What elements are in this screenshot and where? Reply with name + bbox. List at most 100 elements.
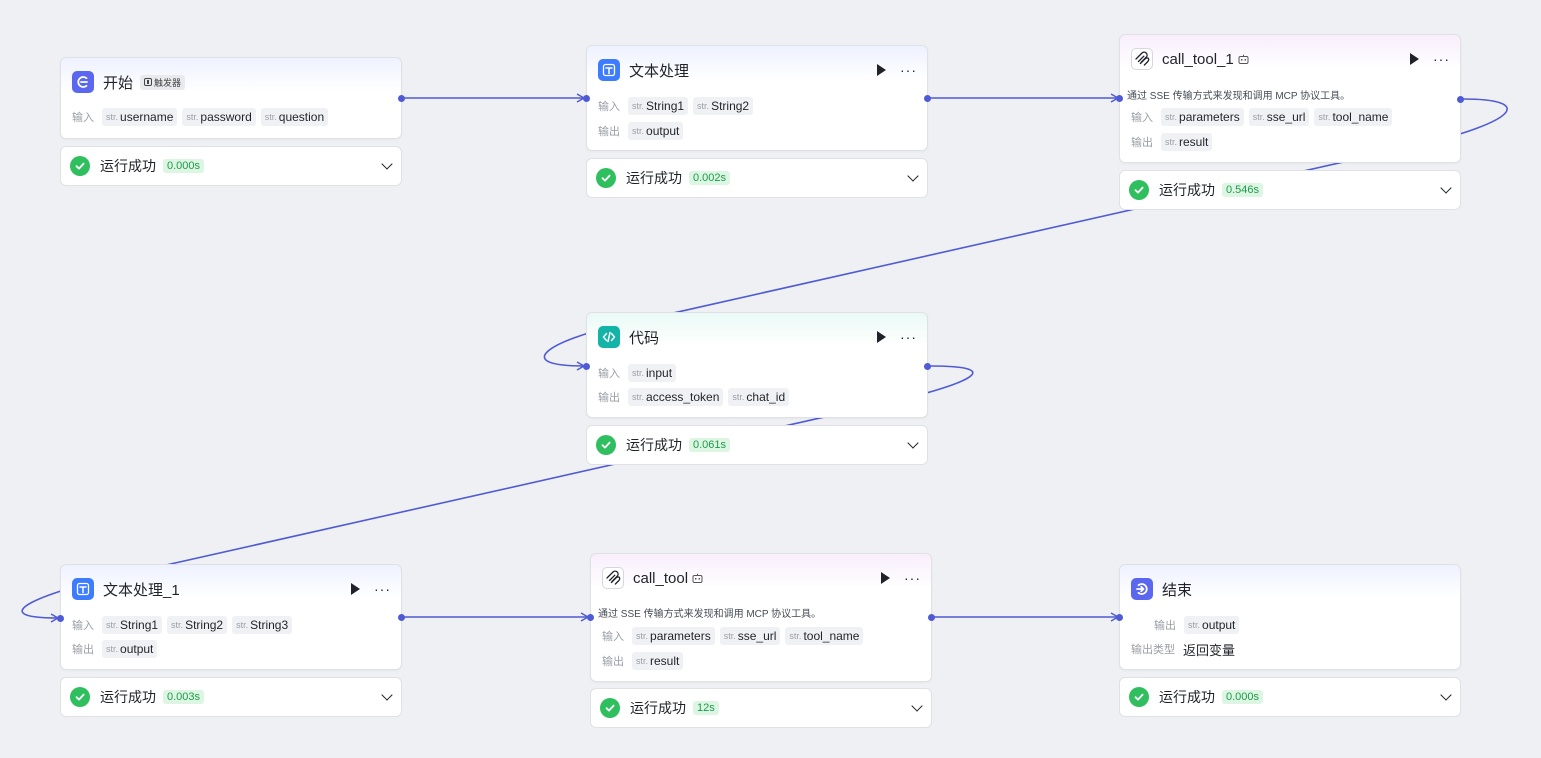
variable-chip[interactable]: str.result: [632, 652, 684, 670]
input-port[interactable]: [57, 615, 64, 622]
code-icon: [598, 326, 620, 348]
output-label: 输出: [598, 392, 620, 404]
status-text: 运行成功: [100, 158, 156, 174]
variable-chip[interactable]: str.sse_url: [719, 627, 781, 645]
run-status[interactable]: 运行成功 0.000s: [1119, 677, 1461, 717]
node-description: 通过 SSE 传输方式来发现和调用 MCP 协议工具。: [598, 609, 822, 620]
variable-chip[interactable]: str.String2: [693, 97, 754, 115]
node-title: 结束: [1162, 581, 1193, 599]
more-menu-icon[interactable]: ···: [374, 581, 391, 597]
bot-icon: [692, 573, 703, 583]
output-port[interactable]: [924, 363, 931, 370]
start-icon: [72, 71, 94, 93]
node-call-tool-1[interactable]: call_tool_1 ··· 通过 SSE 传输方式来发现和调用 MCP 协议…: [1116, 34, 1464, 163]
variable-chip[interactable]: str.username: [102, 108, 178, 126]
input-label: 输入: [72, 620, 94, 632]
check-circle-icon: [600, 698, 620, 718]
variable-chip[interactable]: str.String3: [232, 616, 293, 634]
variable-chip[interactable]: str.String2: [167, 616, 228, 634]
status-text: 运行成功: [1159, 689, 1215, 705]
input-port[interactable]: [1116, 95, 1123, 102]
variable-chip[interactable]: str.String1: [102, 616, 163, 634]
node-description: 通过 SSE 传输方式来发现和调用 MCP 协议工具。: [1127, 91, 1351, 102]
trigger-icon: [144, 78, 153, 86]
output-row: 输出 str.output: [598, 121, 684, 141]
input-port[interactable]: [1116, 614, 1123, 621]
variable-chip[interactable]: str.output: [1184, 616, 1240, 634]
variable-chip[interactable]: str.question: [260, 108, 329, 126]
more-menu-icon[interactable]: ···: [1433, 51, 1450, 67]
run-status[interactable]: 运行成功 0.000s: [60, 146, 402, 186]
input-label: 输入: [598, 101, 620, 113]
output-port[interactable]: [928, 614, 935, 621]
node-end[interactable]: 结束 输出 str.output 输出类型 返回变量: [1116, 564, 1461, 670]
run-node-button[interactable]: [351, 583, 360, 595]
variable-chip[interactable]: str.tool_name: [785, 627, 864, 645]
node-call-tool[interactable]: call_tool ··· 通过 SSE 传输方式来发现和调用 MCP 协议工具…: [587, 553, 935, 682]
more-menu-icon[interactable]: ···: [900, 62, 917, 78]
run-node-button[interactable]: [1410, 53, 1419, 65]
check-circle-icon: [1129, 180, 1149, 200]
variable-chip[interactable]: str.password: [182, 108, 256, 126]
variable-chip[interactable]: str.parameters: [1161, 108, 1244, 126]
run-status[interactable]: 运行成功 0.061s: [586, 425, 928, 465]
duration-badge: 0.000s: [163, 159, 205, 173]
chevron-down-icon[interactable]: [381, 158, 393, 170]
run-node-button[interactable]: [881, 572, 890, 584]
output-row: 输出 str.result: [602, 651, 684, 671]
variable-chip[interactable]: str.output: [102, 640, 158, 658]
input-row: 输入 str.input: [598, 363, 677, 383]
chevron-down-icon[interactable]: [907, 170, 919, 182]
duration-badge: 0.003s: [163, 690, 205, 704]
chevron-down-icon[interactable]: [1440, 689, 1452, 701]
output-port[interactable]: [398, 614, 405, 621]
run-node-button[interactable]: [877, 331, 886, 343]
duration-badge: 0.000s: [1222, 690, 1264, 704]
output-port[interactable]: [924, 95, 931, 102]
node-start[interactable]: 开始 触发器 输入 str.username str.password str.…: [60, 57, 405, 139]
input-label: 输入: [72, 112, 94, 124]
more-menu-icon[interactable]: ···: [904, 570, 921, 586]
status-text: 运行成功: [1159, 182, 1215, 198]
variable-chip[interactable]: str.String1: [628, 97, 689, 115]
chevron-down-icon[interactable]: [907, 437, 919, 449]
duration-badge: 0.002s: [689, 171, 731, 185]
output-port[interactable]: [1457, 96, 1464, 103]
output-type-row: 输出类型 返回变量: [1131, 639, 1235, 659]
node-title: 代码: [629, 329, 660, 347]
input-label: 输入: [598, 368, 620, 380]
variable-chip[interactable]: str.parameters: [632, 627, 715, 645]
node-text-process-1[interactable]: 文本处理_1 ··· 输入 str.String1 str.String2 st…: [57, 564, 405, 670]
variable-chip[interactable]: str.tool_name: [1314, 108, 1393, 126]
chevron-down-icon[interactable]: [381, 689, 393, 701]
variable-chip[interactable]: str.input: [628, 364, 677, 382]
input-port[interactable]: [587, 614, 594, 621]
input-port[interactable]: [583, 95, 590, 102]
check-circle-icon: [596, 435, 616, 455]
variable-chip[interactable]: str.result: [1161, 133, 1213, 151]
run-status[interactable]: 运行成功 12s: [590, 688, 932, 728]
chevron-down-icon[interactable]: [1440, 182, 1452, 194]
run-node-button[interactable]: [877, 64, 886, 76]
node-text-process[interactable]: 文本处理 ··· 输入 str.String1 str.String2 输出 s…: [583, 45, 931, 151]
node-code[interactable]: 代码 ··· 输入 str.input 输出 str.access_token …: [583, 312, 931, 418]
input-row: 输入 str.parameters str.sse_url str.tool_n…: [602, 626, 864, 646]
mcp-tool-icon: [602, 567, 624, 589]
output-port[interactable]: [398, 95, 405, 102]
variable-chip[interactable]: str.output: [628, 122, 684, 140]
trigger-badge[interactable]: 触发器: [140, 74, 186, 90]
chevron-down-icon[interactable]: [911, 700, 923, 712]
variable-chip[interactable]: str.chat_id: [728, 388, 790, 406]
text-process-icon: [72, 578, 94, 600]
input-port[interactable]: [583, 363, 590, 370]
variable-chip[interactable]: str.sse_url: [1248, 108, 1310, 126]
run-status[interactable]: 运行成功 0.002s: [586, 158, 928, 198]
input-label: 输入: [1131, 112, 1153, 124]
output-row: 输出 str.access_token str.chat_id: [598, 387, 790, 407]
text-process-icon: [598, 59, 620, 81]
variable-chip[interactable]: str.access_token: [628, 388, 724, 406]
run-status[interactable]: 运行成功 0.003s: [60, 677, 402, 717]
run-status[interactable]: 运行成功 0.546s: [1119, 170, 1461, 210]
more-menu-icon[interactable]: ···: [900, 329, 917, 345]
output-row: 输出 str.output: [72, 639, 158, 659]
